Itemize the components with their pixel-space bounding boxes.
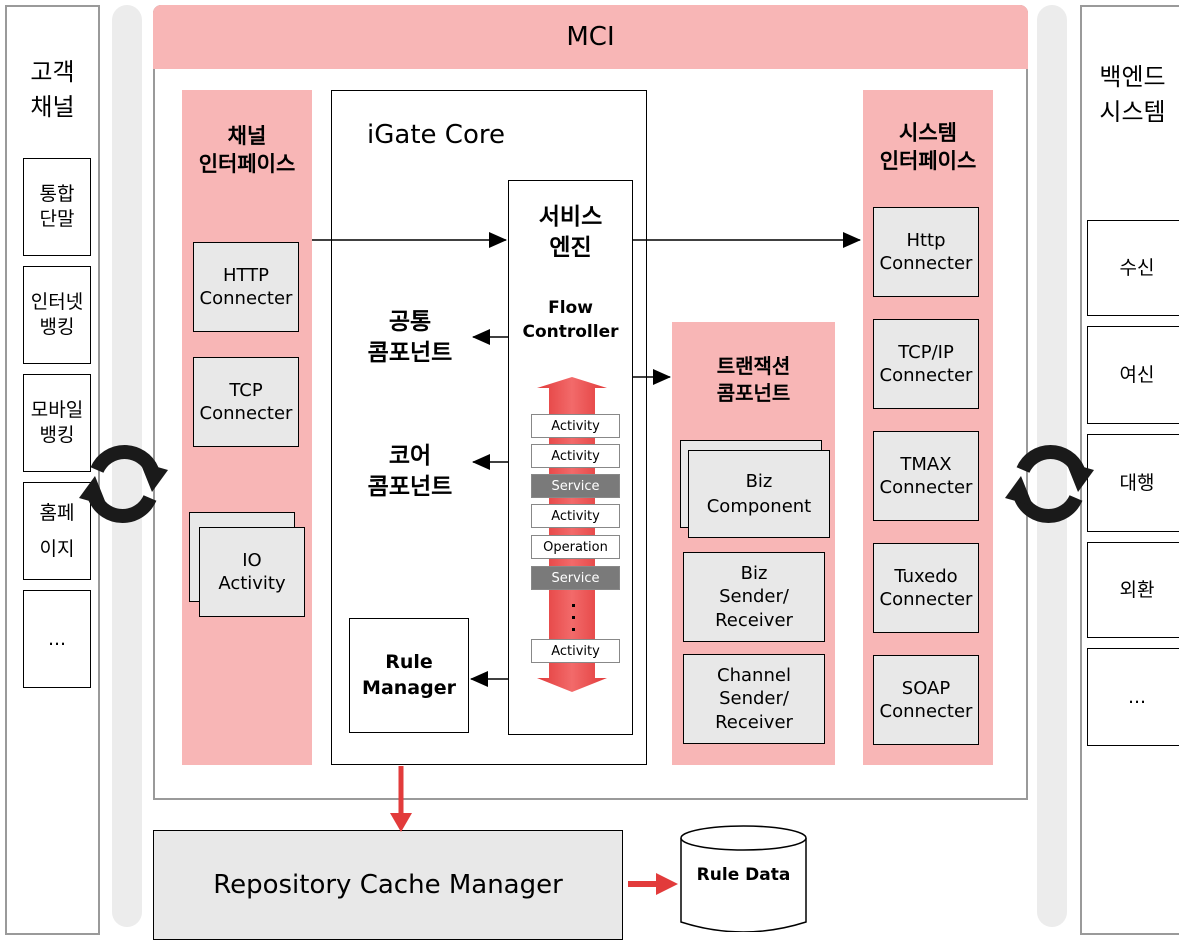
channel-item-internet-banking[interactable]: 인터넷 뱅킹	[23, 266, 91, 364]
biz-sender-receiver[interactable]: Biz Sender/ Receiver	[683, 552, 825, 642]
right-gutter	[1037, 5, 1067, 927]
tuxedo-system-connecter[interactable]: Tuxedo Connecter	[873, 543, 979, 633]
igate-core-title: iGate Core	[367, 120, 505, 150]
left-gutter	[112, 5, 142, 927]
backend-item-more[interactable]: ...	[1087, 648, 1179, 746]
flow-item-activity-1[interactable]: Activity	[531, 414, 620, 438]
backend-system-title: 백엔드 시스템	[1099, 63, 1166, 126]
flow-item-service-1[interactable]: Service	[531, 474, 620, 498]
flow-item-activity-4[interactable]: Activity	[531, 639, 620, 663]
biz-component[interactable]: Biz Component	[688, 450, 830, 538]
tcpip-system-connecter[interactable]: TCP/IP Connecter	[873, 319, 979, 409]
io-activity[interactable]: IO Activity	[199, 527, 305, 617]
backend-item-foreign-exchange[interactable]: 외환	[1087, 542, 1179, 638]
repository-cache-manager[interactable]: Repository Cache Manager	[153, 830, 623, 940]
flow-item-activity-3[interactable]: Activity	[531, 504, 620, 528]
channel-item-homepage[interactable]: 홈페 이지	[23, 482, 91, 580]
channel-item-mobile-banking[interactable]: 모바일 뱅킹	[23, 374, 91, 472]
channel-item-integrated-terminal[interactable]: 통합 단말	[23, 158, 91, 256]
flow-ellipsis-dots	[572, 596, 576, 636]
backend-item-deposit[interactable]: 수신	[1087, 220, 1179, 316]
mci-title: MCI	[153, 5, 1028, 69]
soap-system-connecter[interactable]: SOAP Connecter	[873, 655, 979, 745]
left-sync-icon	[79, 445, 168, 523]
channel-sender-receiver[interactable]: Channel Sender/ Receiver	[683, 654, 825, 744]
flow-item-operation[interactable]: Operation	[531, 535, 620, 559]
flow-item-activity-2[interactable]: Activity	[531, 444, 620, 468]
system-interface-title: 시스템 인터페이스	[879, 120, 977, 173]
backend-item-loan[interactable]: 여신	[1087, 326, 1179, 424]
channel-item-more[interactable]: ...	[23, 590, 91, 688]
rule-manager[interactable]: Rule Manager	[349, 618, 469, 733]
rule-data-label[interactable]: Rule Data	[696, 865, 791, 885]
flow-controller[interactable]: Flow Controller	[522, 298, 619, 342]
transaction-component-title: 트랜잭션 콤포넌트	[716, 354, 791, 405]
common-component[interactable]: 공통 콤포넌트	[367, 308, 453, 366]
customer-channel-title: 고객 채널	[30, 58, 75, 121]
core-component[interactable]: 코어 콤포넌트	[367, 442, 453, 500]
right-sync-icon	[1005, 445, 1094, 523]
backend-item-agency[interactable]: 대행	[1087, 434, 1179, 532]
flow-item-service-2[interactable]: Service	[531, 566, 620, 590]
http-system-connecter[interactable]: Http Connecter	[873, 207, 979, 297]
system-interface-panel	[863, 90, 993, 765]
channel-interface-title: 채널 인터페이스	[198, 123, 296, 176]
tmax-system-connecter[interactable]: TMAX Connecter	[873, 431, 979, 521]
service-engine-title: 서비스 엔진	[538, 203, 603, 261]
tcp-connecter[interactable]: TCP Connecter	[193, 357, 299, 447]
http-connecter[interactable]: HTTP Connecter	[193, 242, 299, 332]
